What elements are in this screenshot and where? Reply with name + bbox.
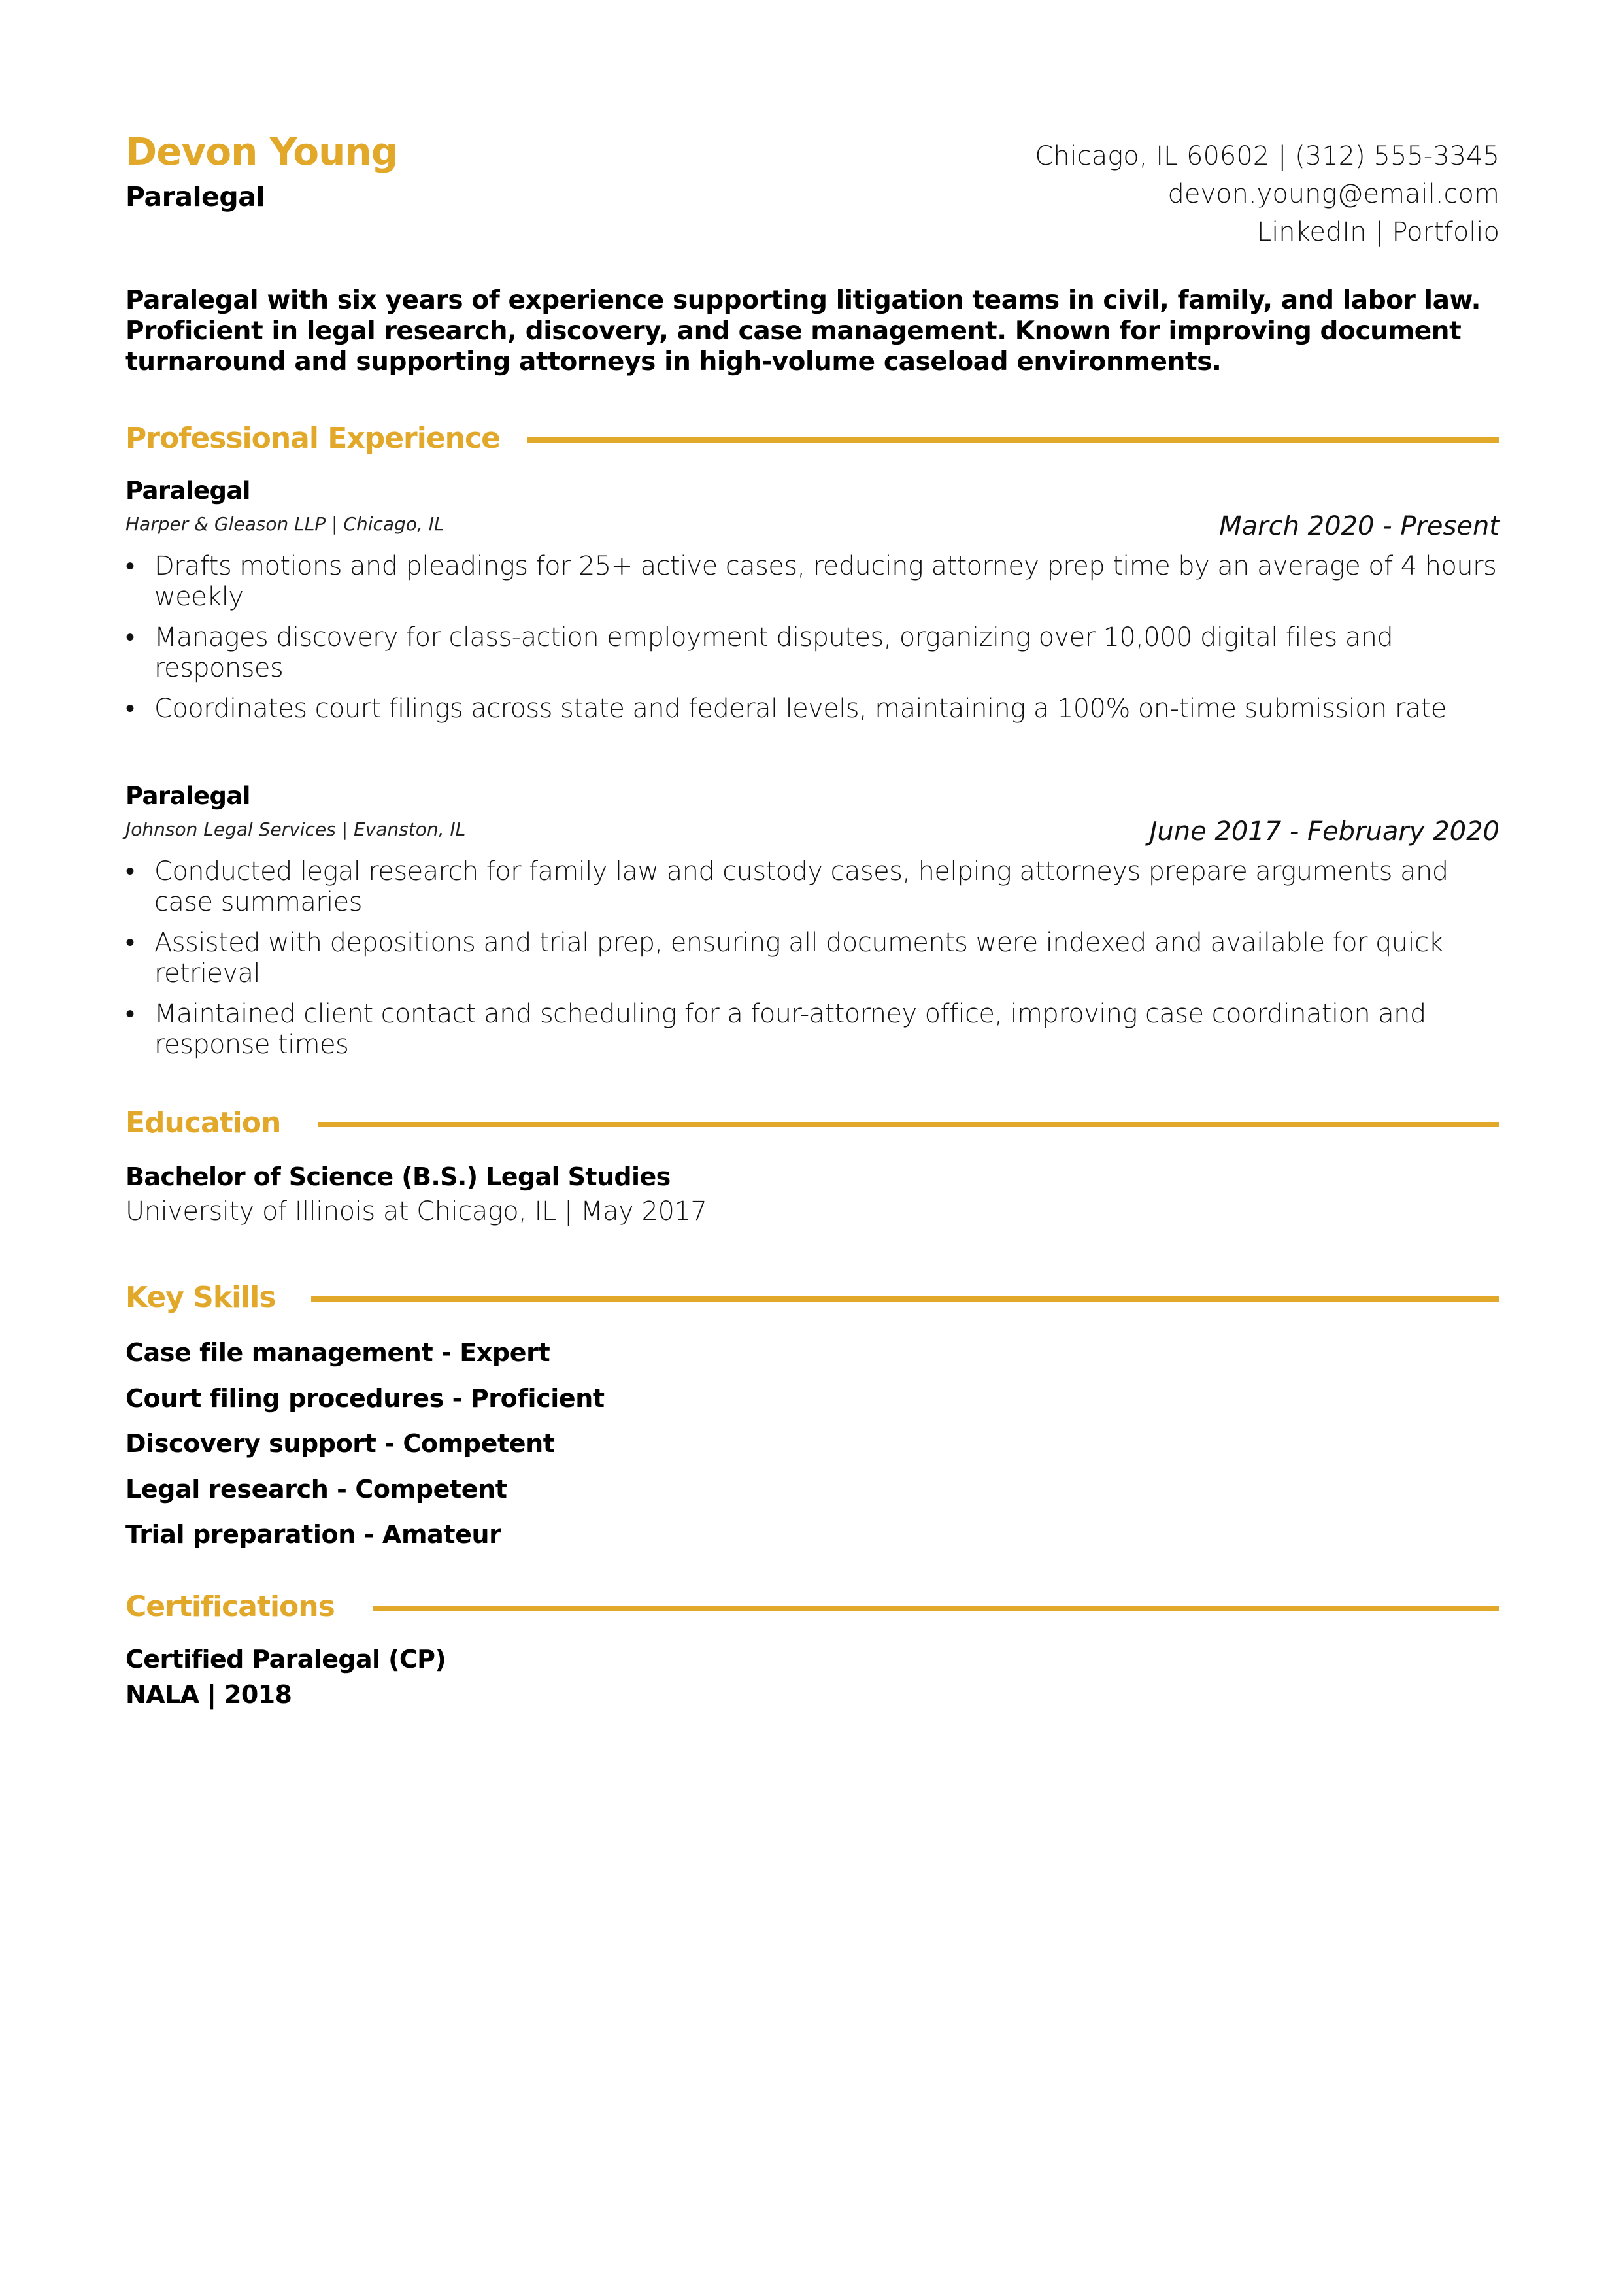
candidate-name: Devon Young <box>125 129 398 174</box>
certification-name: Certified Paralegal (CP) <box>125 1645 446 1674</box>
job-title: Paralegal <box>125 782 250 810</box>
bullet-icon: • <box>125 622 135 652</box>
job-title: Paralegal <box>125 477 250 505</box>
bullet-icon: • <box>125 999 135 1029</box>
skills-list: Case file management - Expert Court fili… <box>125 1330 605 1558</box>
job-dates: June 2017 - February 2020 <box>1149 817 1499 847</box>
list-item: • Coordinates court filings across state … <box>125 694 1499 724</box>
bullet-icon: • <box>125 551 135 581</box>
bullet-text: Assisted with depositions and trial prep… <box>154 928 1444 988</box>
bullet-text: Conducted legal research for family law … <box>154 856 1448 917</box>
section-heading-certifications: Certifications <box>125 1590 348 1623</box>
contact-email[interactable]: devon.young@email.com <box>1167 179 1499 209</box>
section-divider <box>527 437 1499 443</box>
section-heading-skills: Key Skills <box>125 1281 289 1314</box>
section-heading-experience: Professional Experience <box>125 422 513 455</box>
bullet-text: Manages discovery for class-action emplo… <box>154 622 1394 683</box>
certification-issuer-year: NALA | 2018 <box>125 1680 292 1709</box>
education-school: University of Illinois at Chicago, IL | … <box>125 1196 707 1226</box>
skill-item: Court filing procedures - Proficient <box>125 1383 605 1413</box>
contact-block: Chicago, IL 60602 | (312) 555-3345 devon… <box>1035 137 1499 251</box>
section-heading-education: Education <box>125 1106 294 1140</box>
bullet-text: Maintained client contact and scheduling… <box>154 999 1426 1060</box>
section-divider <box>373 1606 1499 1611</box>
list-item: • Manages discovery for class-action empl… <box>125 622 1499 684</box>
list-item: • Assisted with depositions and trial pre… <box>125 928 1499 989</box>
list-item: • Drafts motions and pleadings for 25+ ac… <box>125 551 1499 613</box>
section-divider <box>318 1122 1499 1127</box>
section-divider <box>311 1296 1499 1302</box>
bullet-icon: • <box>125 856 135 886</box>
education-degree: Bachelor of Science (B.S.) Legal Studies <box>125 1162 671 1191</box>
skill-item: Discovery support - Competent <box>125 1429 555 1458</box>
contact-links[interactable]: LinkedIn | Portfolio <box>1256 217 1499 247</box>
contact-location-phone: Chicago, IL 60602 | (312) 555-3345 <box>1035 141 1499 171</box>
skill-item: Case file management - Expert <box>125 1338 550 1367</box>
job-bullet-list: • Drafts motions and pleadings for 25+ ac… <box>125 551 1499 734</box>
candidate-title: Paralegal <box>125 181 265 212</box>
bullet-icon: • <box>125 694 135 724</box>
job-dates: March 2020 - Present <box>1219 511 1499 541</box>
list-item: • Conducted legal research for family law… <box>125 856 1499 918</box>
bullet-text: Coordinates court filings across state a… <box>154 694 1447 724</box>
job-bullet-list: • Conducted legal research for family law… <box>125 856 1499 1070</box>
job-company: Johnson Legal Services | Evanston, IL <box>125 819 466 840</box>
skill-item: Trial preparation - Amateur <box>125 1520 501 1549</box>
list-item: • Maintained client contact and schedulin… <box>125 999 1499 1060</box>
bullet-text: Drafts motions and pleadings for 25+ act… <box>154 551 1497 612</box>
job-company: Harper & Gleason LLP | Chicago, IL <box>125 513 444 535</box>
skill-item: Legal research - Competent <box>125 1474 507 1504</box>
professional-summary: Paralegal with six years of experience s… <box>125 286 1481 377</box>
bullet-icon: • <box>125 928 135 958</box>
